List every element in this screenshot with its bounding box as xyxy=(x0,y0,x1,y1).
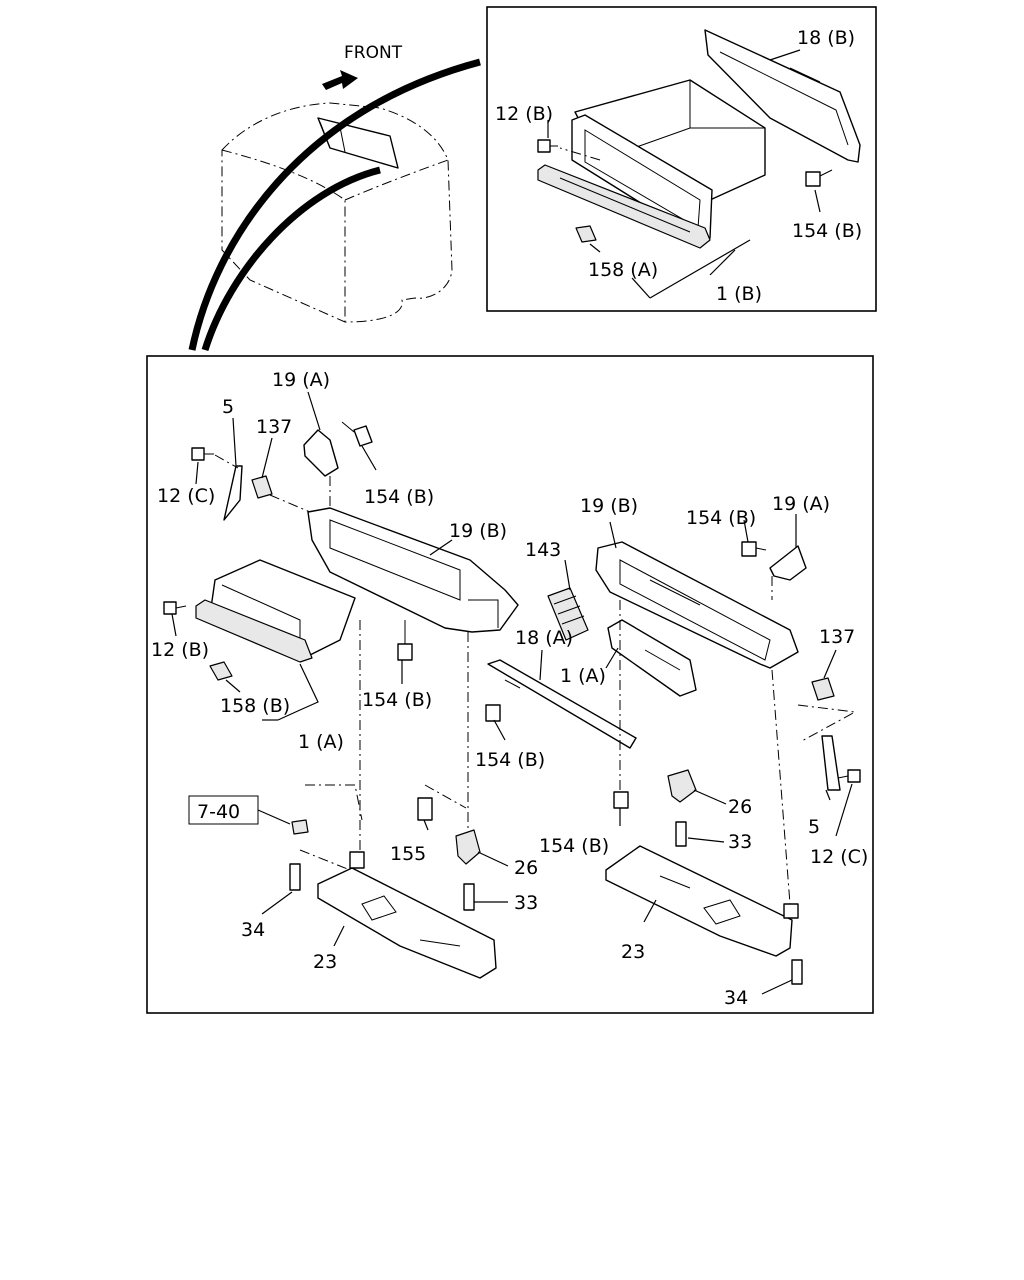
label-23-left: 23 xyxy=(313,951,337,973)
bolt-154b-mid-left xyxy=(397,620,413,661)
visor-23-right xyxy=(605,845,793,957)
screw-12c-left xyxy=(191,447,214,461)
label-143: 143 xyxy=(525,539,561,561)
label-1a-right: 1 (A) xyxy=(560,665,606,687)
frame-19b-right xyxy=(595,541,799,669)
label-12c-right: 12 (C) xyxy=(810,846,868,868)
clip-137-left xyxy=(251,475,273,499)
plate-5-left xyxy=(223,465,243,521)
hinge-left xyxy=(349,851,365,869)
rail-18a xyxy=(487,659,637,749)
label-18a: 18 (A) xyxy=(515,627,573,649)
reference-box-7-40[interactable]: 7-40 xyxy=(188,795,259,825)
label-19a-left: 19 (A) xyxy=(272,369,330,391)
label-137-right: 137 xyxy=(819,626,855,648)
bracket-19a-right xyxy=(769,545,807,581)
clip-7-40 xyxy=(291,819,309,835)
inset-panel: 18 (B) 12 (B) 154 (B) 158 (A) 1 (B) xyxy=(486,6,877,312)
label-5-left: 5 xyxy=(222,396,234,418)
label-1b-inset: 1 (B) xyxy=(716,283,762,305)
grille-143 xyxy=(547,587,589,641)
hook-26-left xyxy=(455,829,481,865)
label-154b-top-left: 154 (B) xyxy=(364,486,434,508)
label-12c-left: 12 (C) xyxy=(157,485,215,507)
box-1a-right xyxy=(607,619,697,697)
screw-33-left xyxy=(463,883,475,911)
label-18b-inset: 18 (B) xyxy=(797,27,855,49)
bolt-154b-top-left xyxy=(341,421,373,447)
clip-158a-inset xyxy=(575,225,597,243)
clip-137-right xyxy=(811,677,835,701)
front-label: FRONT xyxy=(344,43,403,63)
label-137-left: 137 xyxy=(256,416,292,438)
bolt-154b-center xyxy=(485,704,501,722)
label-155: 155 xyxy=(390,843,426,865)
screw-155 xyxy=(417,797,433,821)
label-154b-mid-left: 154 (B) xyxy=(362,689,432,711)
label-154b-top-right: 154 (B) xyxy=(686,507,756,529)
label-19a-right: 19 (A) xyxy=(772,493,830,515)
label-19b-left: 19 (B) xyxy=(449,520,507,542)
label-26-right: 26 xyxy=(728,796,752,818)
screw-12c-right xyxy=(837,769,861,783)
cab-overview: FRONT xyxy=(188,43,481,352)
screw-12b-inset xyxy=(537,139,558,153)
screw-34-right xyxy=(791,959,803,985)
label-33-left: 33 xyxy=(514,892,538,914)
label-19b-right: 19 (B) xyxy=(580,495,638,517)
bracket-19a-left xyxy=(303,429,339,477)
screw-33-right xyxy=(675,821,687,847)
label-34-left: 34 xyxy=(241,919,265,941)
bolt-154b-lower-right xyxy=(613,791,629,809)
visor-23-left xyxy=(317,867,497,979)
bolt-154b-top-right xyxy=(741,541,767,557)
hook-26-right xyxy=(667,769,697,803)
screw-34-left xyxy=(289,863,301,891)
label-154b-lower-right: 154 (B) xyxy=(539,835,609,857)
label-154b-center: 154 (B) xyxy=(475,749,545,771)
front-arrow-icon xyxy=(322,70,358,90)
bolt-154b-inset xyxy=(805,169,833,187)
label-12b-left: 12 (B) xyxy=(151,639,209,661)
label-23-right: 23 xyxy=(621,941,645,963)
main-panel: 7-40 19 (A) 5 137 12 (C) 154 (B) 19 (B) … xyxy=(146,355,874,1014)
ref-7-40-label: 7-40 xyxy=(197,801,240,823)
frame-19b-left xyxy=(307,507,519,633)
hinge-right xyxy=(783,903,799,919)
label-26-left: 26 xyxy=(514,857,538,879)
label-1a-left: 1 (A) xyxy=(298,731,344,753)
label-5-right: 5 xyxy=(808,816,820,838)
clip-158b xyxy=(209,661,233,681)
screw-12b-left xyxy=(163,601,187,615)
label-154b-inset: 154 (B) xyxy=(792,220,862,242)
label-33-right: 33 xyxy=(728,831,752,853)
label-12b-inset: 12 (B) xyxy=(495,103,553,125)
label-34-right: 34 xyxy=(724,987,748,1009)
plate-5-right xyxy=(821,735,841,791)
label-158a-inset: 158 (A) xyxy=(588,259,658,281)
label-158b: 158 (B) xyxy=(220,695,290,717)
